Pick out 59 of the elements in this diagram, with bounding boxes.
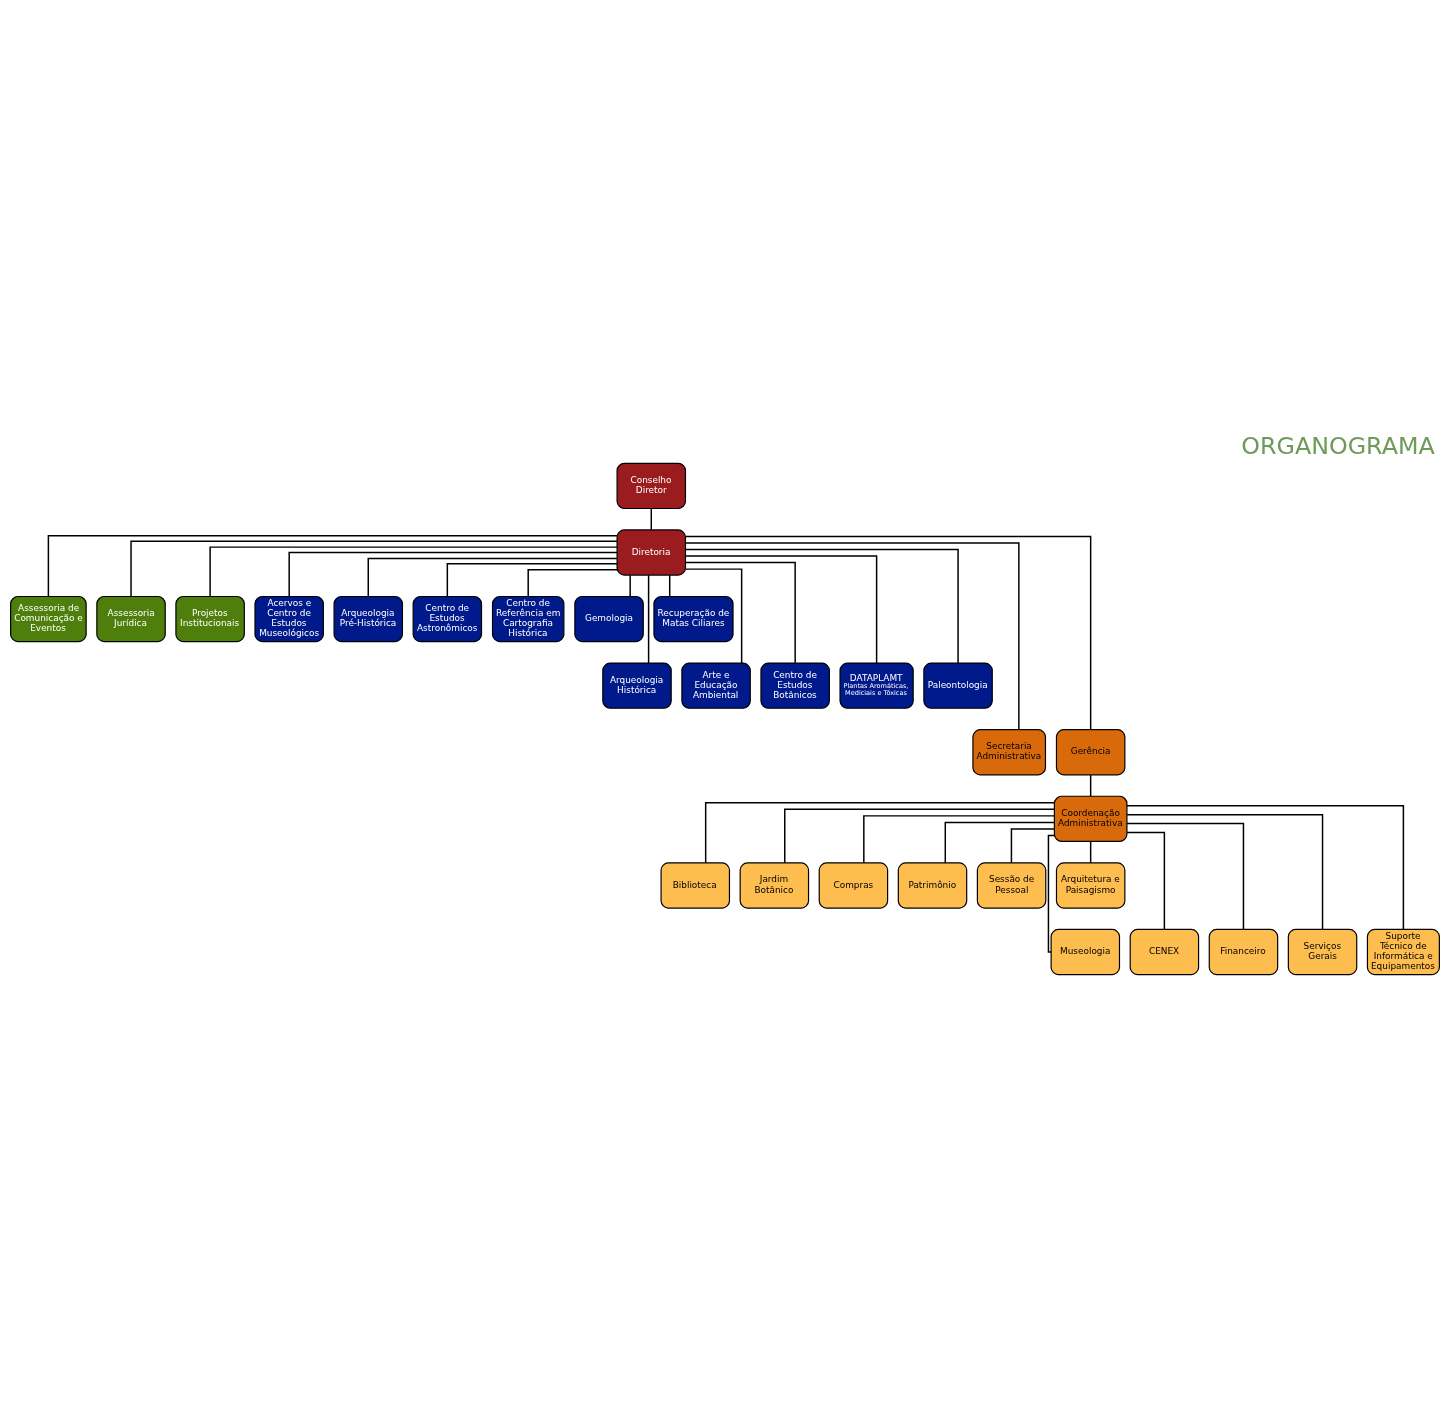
connector	[684, 541, 1020, 730]
connector	[684, 535, 1092, 730]
node-box: Arqueologia Pré-Histórica	[333, 595, 404, 642]
node-box: Suporte Técnico de Informática e Equipamentos	[1366, 928, 1440, 975]
node-box: Coordenação Administrativa	[1053, 795, 1128, 842]
connector	[1126, 804, 1405, 930]
connector	[1089, 773, 1092, 797]
node-box: Centro de Estudos Botânicos	[760, 661, 830, 709]
connector	[684, 561, 796, 664]
node-box: Acervos e Centro de Estudos Museológicos	[254, 595, 324, 642]
connector	[629, 573, 631, 597]
node-box: CENEX	[1129, 928, 1200, 975]
connector	[1126, 822, 1245, 930]
connector	[288, 551, 618, 597]
node-box: Arte e Educação Ambiental	[681, 661, 751, 709]
connector	[130, 539, 618, 597]
connector	[1126, 813, 1324, 930]
node-box: Centro de Referência em Cartografia Histórica	[491, 595, 565, 642]
node-box: Paleontologia	[923, 661, 993, 709]
node-box: Patrimônio	[897, 861, 968, 909]
node-box: Sessão de Pessoal	[976, 861, 1047, 909]
node-box: Arqueologia Histórica	[602, 661, 672, 709]
node-box: Assessoria Jurídica	[96, 595, 166, 642]
connector	[863, 814, 1055, 863]
node-box: Compras	[818, 861, 889, 909]
node-box: Recuperação de Matas Ciliares	[653, 595, 734, 642]
connector	[684, 554, 878, 664]
node-box: Secretaria Administrativa	[972, 728, 1047, 775]
connector	[1010, 827, 1056, 864]
connector	[367, 557, 618, 597]
connector	[668, 573, 671, 597]
connector	[1126, 831, 1166, 930]
node-box: Projetos Institucionais	[175, 595, 245, 642]
node-box: Conselho Diretor	[616, 462, 687, 509]
connector	[209, 545, 618, 597]
node-box: Arquitetura e Paisagismo	[1055, 861, 1126, 909]
node-box: Museologia	[1050, 928, 1121, 975]
node-box: Gerência	[1055, 728, 1126, 775]
connector	[527, 568, 618, 597]
node-box: Serviços Gerais	[1287, 928, 1358, 975]
connector	[684, 548, 959, 664]
connector	[944, 821, 1056, 863]
node-box: Biblioteca	[660, 861, 731, 909]
node-box: Diretoria	[616, 528, 687, 576]
node-box: Assessoria de Comunicação e Eventos	[10, 595, 87, 642]
connector	[684, 567, 743, 664]
connector	[446, 562, 618, 597]
connector	[1089, 840, 1092, 864]
connector	[704, 801, 1055, 863]
node-box: Jardim Botânico	[739, 861, 810, 909]
connector	[1047, 834, 1056, 953]
node-box: Centro de Estudos Astronômicos	[412, 595, 483, 642]
node-box: Gemologia	[574, 595, 644, 642]
connector	[784, 808, 1056, 864]
node-box: Financeiro	[1208, 928, 1279, 975]
diagram-title: ORGANOGRAMA	[1241, 431, 1435, 460]
connector	[647, 573, 650, 664]
connector	[47, 534, 618, 597]
connector	[650, 507, 652, 531]
